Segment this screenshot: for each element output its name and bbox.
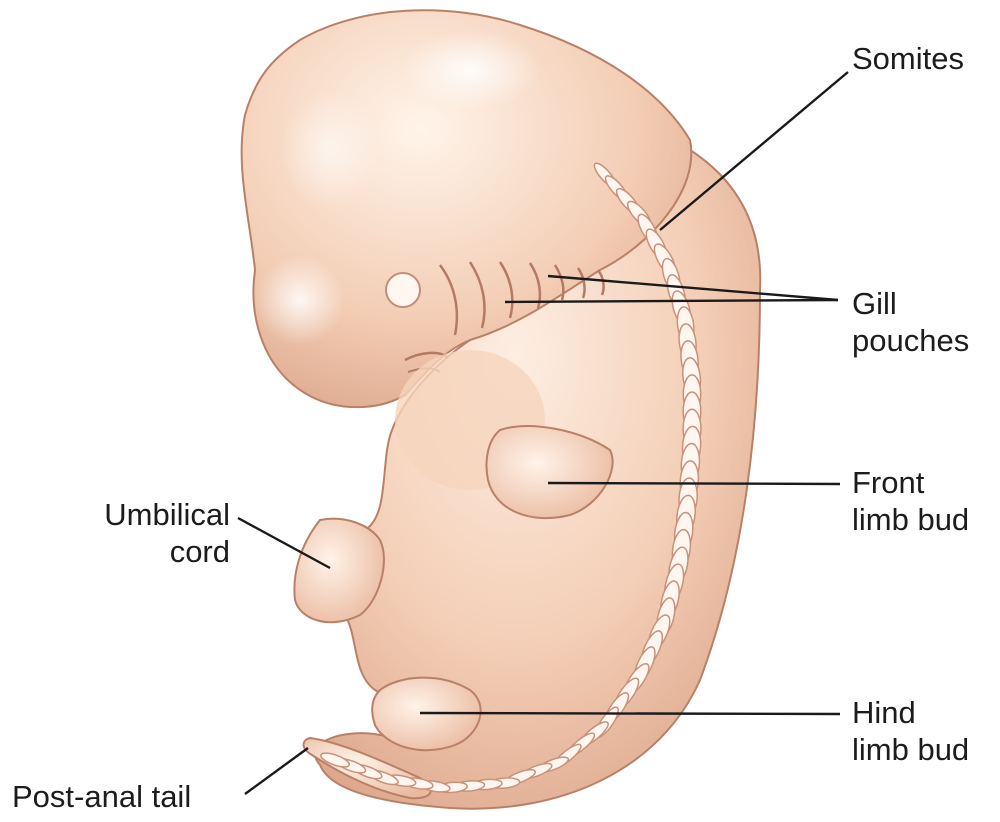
leader-hind-limb — [420, 713, 840, 714]
eye-spot — [386, 273, 420, 307]
label-front-line1: Front — [852, 464, 924, 501]
label-gill-line1: Gill — [852, 285, 897, 322]
label-hind-line1: Hind — [852, 694, 916, 731]
leader-tail — [245, 748, 308, 794]
label-somites: Somites — [852, 40, 964, 77]
forehead-highlight — [280, 90, 380, 210]
leader-front-limb — [548, 483, 840, 484]
label-gill-line2: pouches — [852, 322, 969, 359]
cheek-highlight — [255, 255, 345, 345]
label-umbilical-line1: Umbilical — [40, 496, 230, 533]
label-front-line2: limb bud — [852, 501, 969, 538]
label-umbilical-line2: cord — [40, 533, 230, 570]
head-highlight — [400, 30, 540, 110]
label-post-anal-tail: Post-anal tail — [12, 778, 191, 815]
label-hind-line2: limb bud — [852, 731, 969, 768]
